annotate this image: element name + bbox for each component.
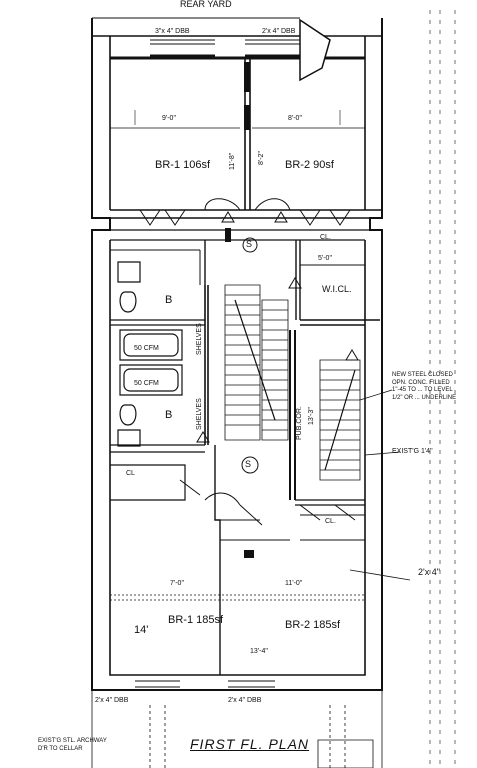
corner-callout-line (350, 570, 410, 580)
exhaust-fan-a: 50 CFM (134, 345, 159, 352)
bottom-windows (135, 675, 275, 687)
room-label-wicl: W.I.CL. (322, 284, 352, 294)
br2-bottom-width: 11'-0" (285, 580, 303, 587)
br1-bottom-height: 14' (134, 624, 149, 636)
steel-note: NEW STEEL CLOSED OPN. CONC. FILLED 1"-45… (392, 372, 457, 401)
corridor-doors (180, 480, 355, 525)
top-rooms-partitions (110, 58, 365, 210)
stair-marker-bottom-label: S (245, 459, 252, 469)
stair-flight-left (225, 285, 260, 440)
bottom-window-left-dim: 2'x 4" DBB (95, 697, 129, 704)
existing-note: EXIST'G 1'4" (392, 448, 433, 455)
closet-top-label: CL. (320, 234, 331, 241)
structural-posts (225, 62, 254, 558)
shelves-label-b: SHELVES (196, 398, 203, 430)
exterior-door-swing (300, 20, 330, 80)
br2-top-height: 8'-2" (258, 151, 265, 165)
leader-line (360, 390, 400, 455)
closet-left-label: CL (126, 470, 135, 477)
stair-flight-center (235, 300, 288, 440)
top-windows (150, 36, 300, 56)
front-yard-lines (92, 690, 382, 768)
bath-fixtures-bottom (118, 365, 182, 446)
stair-marker-bottom (242, 457, 258, 473)
stair-marker-top-label: S (246, 239, 253, 249)
drawing-title: FIRST FL. PLAN (190, 736, 310, 752)
room-label-bath-top: B (165, 294, 173, 306)
cellar-note: EXIST'G STL. ARCHWAY D'R TO CELLAR (38, 738, 107, 752)
property-line (430, 10, 455, 768)
room-label-br1-bottom: BR-1 185sf (168, 614, 224, 626)
closet-right-label: CL. (325, 518, 336, 525)
bottom-window-right-dim: 2'x 4" DBB (228, 697, 262, 704)
br1-top-width: 9'-0" (162, 115, 176, 122)
exhaust-fan-b: 50 CFM (134, 380, 159, 387)
top-window-left-dim: 3"x 4" DBB (155, 28, 190, 35)
top-window-right-dim: 2'x 4" DBB (262, 28, 296, 35)
stair-marker-top (243, 238, 257, 252)
room-label-br1-top: BR-1 106sf (155, 159, 211, 171)
bath-fixtures-top (118, 262, 182, 360)
revision-triangles (197, 212, 358, 442)
room-label-bath-bottom: B (165, 409, 173, 421)
public-corridor-height: 13'-3" (308, 407, 315, 425)
rear-yard-label: REAR YARD (180, 0, 232, 9)
corner-callout: 2'x 4" (418, 567, 440, 577)
room-label-br2-top: BR-2 90sf (285, 159, 334, 171)
br1-bottom-width: 7'-0" (170, 580, 184, 587)
br2-bottom-height: 13'-4" (250, 648, 268, 655)
interior-walls (110, 240, 380, 675)
br2-top-width: 8'-0" (288, 115, 302, 122)
public-corridor-label: PUB.COR. (296, 406, 303, 440)
wicl-width: 5'-0" (318, 255, 332, 262)
room-label-br2-bottom: BR-2 185sf (285, 619, 341, 631)
bedroom-doors (140, 199, 350, 225)
stair-flight-right (320, 360, 360, 480)
br1-top-height: 11'-8" (229, 152, 236, 170)
exterior-walls (92, 18, 382, 690)
shelves-label-a: SHELVES (196, 323, 203, 355)
